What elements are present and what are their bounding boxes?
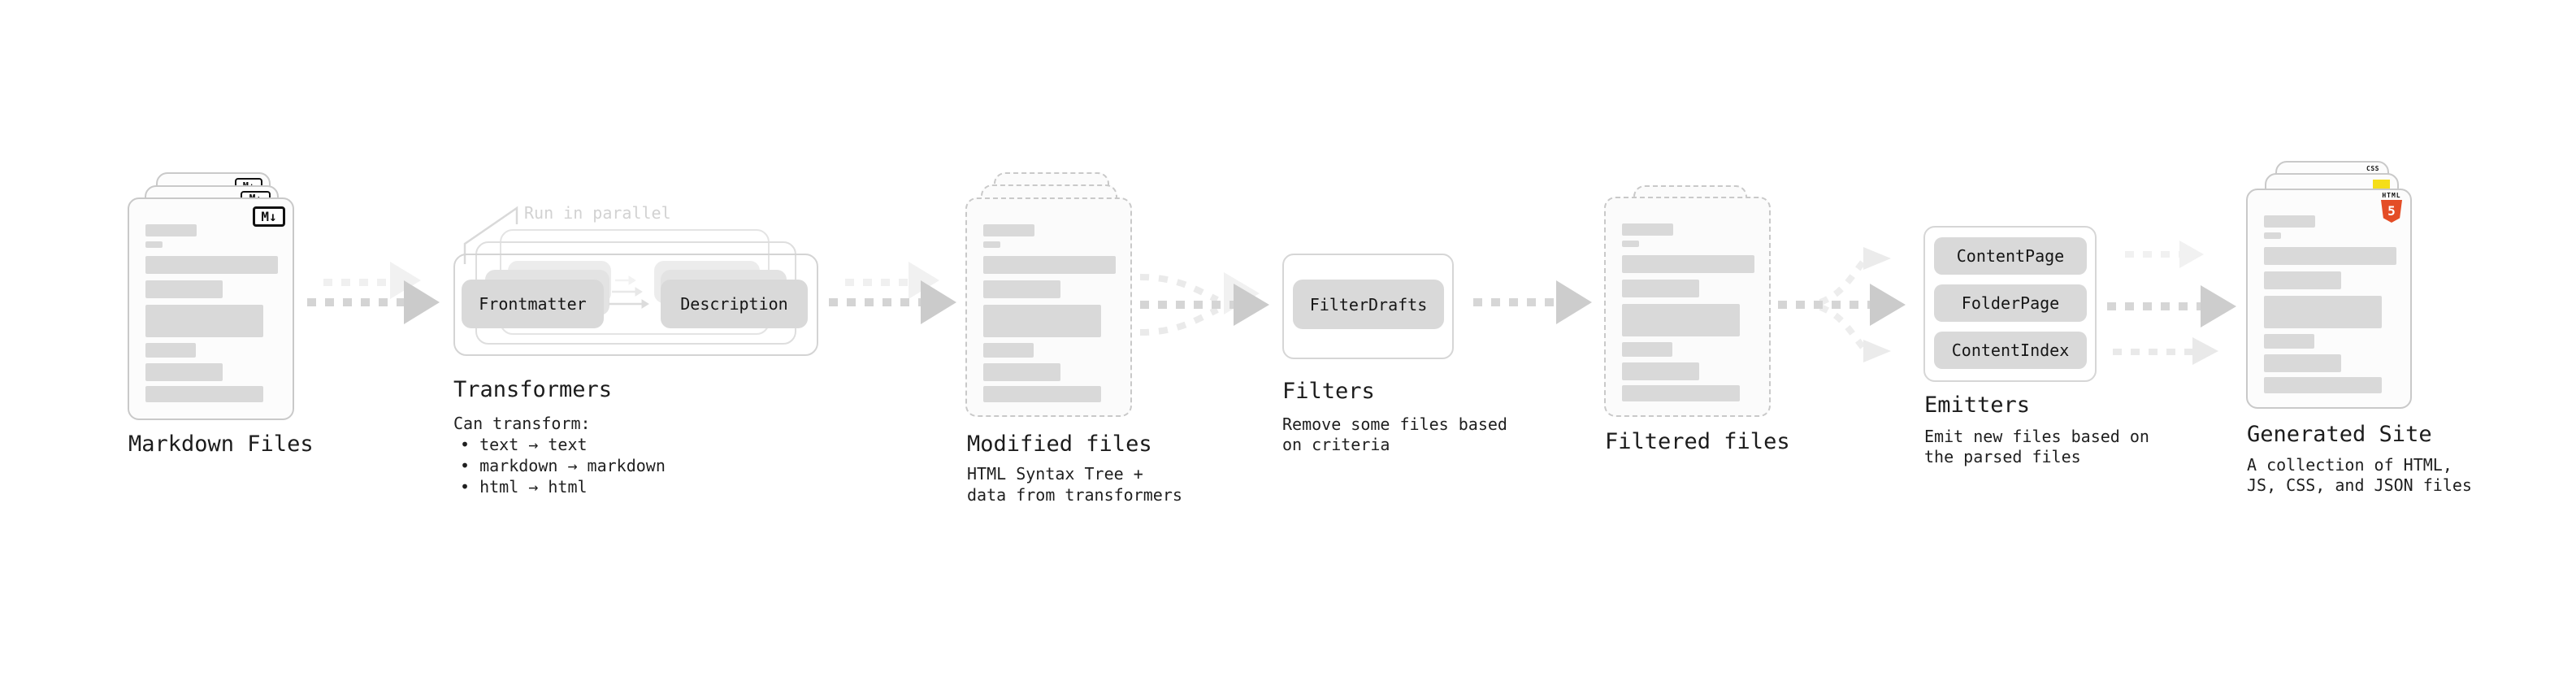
content-bar <box>2264 296 2382 328</box>
filters-description: Remove some files based on criteria <box>1282 414 1507 455</box>
desc-line: data from transformers <box>967 485 1182 505</box>
desc-line: • markdown → markdown <box>460 456 666 475</box>
content-bar <box>983 363 1060 381</box>
content-bar <box>2264 354 2341 372</box>
content-bar <box>145 386 263 402</box>
desc-line: JS, CSS, and JSON files <box>2247 475 2472 495</box>
content-bar <box>145 305 263 337</box>
arrow-dashes <box>307 298 404 306</box>
arrow-dashes-bottom <box>2113 349 2192 355</box>
modified-file-card-front <box>965 197 1132 417</box>
content-bar <box>145 224 197 236</box>
markdown-icon: M↓ <box>253 206 285 227</box>
transformers-description: Can transform: • text → text • markdown … <box>453 413 666 497</box>
markdown-file-card-front: M↓ <box>128 197 294 420</box>
html5-icon-label: HTML <box>2382 192 2401 199</box>
arrow-dashes-light <box>323 279 390 286</box>
run-in-parallel-label: Run in parallel <box>524 203 671 223</box>
emitter-node-folderpage: FolderPage <box>1934 284 2087 322</box>
transformers-box-front <box>453 254 818 356</box>
file-content-placeholder <box>2264 215 2396 393</box>
generated-site-label: Generated Site <box>2247 422 2432 447</box>
content-bar <box>1622 362 1699 380</box>
desc-line: Remove some files based <box>1282 414 1507 434</box>
arrow-dashes <box>1473 298 1556 306</box>
desc-line: HTML Syntax Tree + <box>967 464 1143 484</box>
markdown-files-label: Markdown Files <box>128 432 314 457</box>
emitters-description: Emit new files based on the parsed files <box>1924 427 2149 467</box>
content-bar <box>2264 377 2382 393</box>
content-bar <box>1622 255 1754 273</box>
content-bar <box>2264 215 2315 228</box>
arrow-dashes-middle <box>2107 302 2201 310</box>
content-bar <box>145 241 163 248</box>
desc-line: Can transform: <box>453 414 591 433</box>
content-bar <box>983 224 1034 236</box>
css-icon-label: CSS <box>2366 165 2379 172</box>
arrow-dashes <box>829 298 921 306</box>
desc-line: on criteria <box>1282 435 1390 454</box>
arrow-head-top <box>2179 241 2204 268</box>
html5-icon: HTML 5 <box>2381 193 2402 223</box>
generated-site-description: A collection of HTML, JS, CSS, and JSON … <box>2247 455 2472 496</box>
flow-arrow-3-converging <box>1139 272 1269 336</box>
content-bar <box>983 305 1101 337</box>
desc-line: the parsed files <box>1924 447 2081 466</box>
desc-line: • html → html <box>460 477 588 497</box>
content-bar <box>1622 241 1639 247</box>
file-content-placeholder <box>145 224 278 402</box>
transformer-node-description: Description <box>661 280 808 328</box>
content-bar <box>1622 342 1672 357</box>
desc-line: • text → text <box>460 435 588 454</box>
content-bar <box>1622 223 1673 236</box>
modified-files-description: HTML Syntax Tree + data from transformer… <box>967 463 1182 505</box>
filtered-files-label: Filtered files <box>1605 429 1790 454</box>
content-bar <box>1622 385 1740 401</box>
emitters-label: Emitters <box>1924 393 2031 418</box>
desc-line: A collection of HTML, <box>2247 455 2452 475</box>
arrow-head-middle <box>2201 285 2236 327</box>
content-bar <box>2264 232 2281 239</box>
generated-file-card-front: HTML 5 <box>2246 189 2412 409</box>
flow-arrow-5-diverging <box>1778 247 1906 362</box>
file-content-placeholder <box>1622 223 1754 401</box>
content-bar <box>1622 304 1740 336</box>
content-bar <box>983 256 1116 274</box>
filter-node-filterdrafts: FilterDrafts <box>1293 280 1444 329</box>
content-bar <box>145 280 223 298</box>
content-bar <box>2264 247 2396 265</box>
filters-label: Filters <box>1282 379 1375 404</box>
filters-box <box>1282 254 1454 359</box>
js-file-icon <box>2373 180 2390 190</box>
transformers-label: Transformers <box>453 377 613 402</box>
content-bar <box>2264 334 2314 349</box>
arrow-head-bottom <box>2192 337 2218 365</box>
arrow-head <box>921 280 956 324</box>
desc-line: Emit new files based on <box>1924 427 2149 446</box>
parallel-mini-arrows <box>609 275 649 309</box>
content-bar <box>145 343 196 358</box>
emitter-node-contentpage: ContentPage <box>1934 237 2087 275</box>
modified-files-label: Modified files <box>967 432 1152 457</box>
content-bar <box>983 386 1101 402</box>
content-bar <box>145 256 278 274</box>
arrow-head <box>1556 280 1592 324</box>
content-bar <box>983 241 1000 248</box>
transformer-node-frontmatter: Frontmatter <box>462 280 604 328</box>
emitter-node-contentindex: ContentIndex <box>1934 332 2087 369</box>
arrow-dashes-top <box>2125 251 2179 258</box>
content-bar <box>1622 280 1699 297</box>
content-bar <box>983 280 1060 298</box>
file-content-placeholder <box>983 224 1116 402</box>
arrow-head <box>404 280 440 324</box>
content-bar <box>983 343 1034 358</box>
filtered-file-card-front <box>1604 197 1771 417</box>
content-bar <box>145 363 223 381</box>
arrow-dashes-light <box>845 279 909 286</box>
content-bar <box>2264 271 2341 289</box>
emitters-box <box>1923 226 2097 382</box>
